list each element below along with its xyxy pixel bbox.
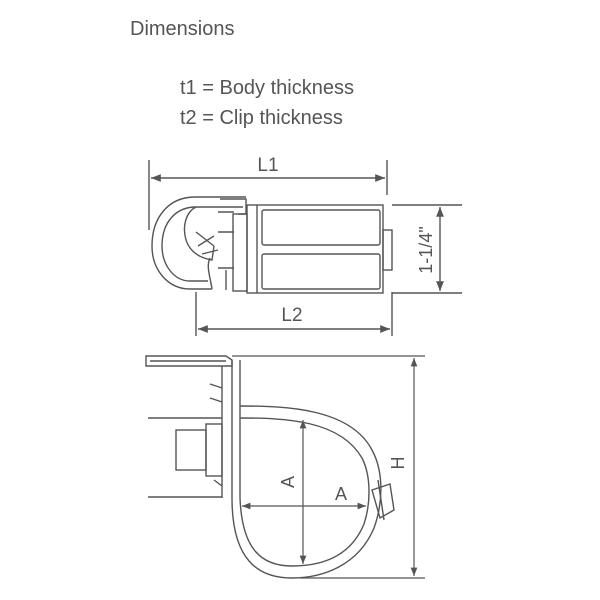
mounting-tab-inner	[205, 423, 223, 477]
body-end-tab	[382, 229, 393, 271]
clip-hook-outer	[151, 196, 246, 290]
l2-label: L2	[281, 305, 302, 326]
h-label: H	[388, 457, 408, 470]
clip-end-tab	[371, 483, 395, 520]
body-slot-lower	[261, 253, 381, 290]
side-view	[145, 355, 395, 579]
top-view	[148, 160, 462, 336]
bracket-plate	[232, 213, 248, 292]
clip-loop-outer	[231, 405, 382, 579]
diagram-heading: Dimensions	[130, 18, 235, 40]
side-view-dimensions	[232, 355, 425, 579]
fastener-marks	[209, 383, 223, 487]
bracket-detail	[218, 211, 234, 290]
body-slot-upper	[261, 209, 381, 246]
clip-inner-curve	[207, 257, 213, 290]
a-horizontal-label: A	[335, 484, 347, 504]
clip-hook-inner	[161, 206, 243, 282]
legend-clip-thickness: t2 = Clip thickness	[180, 107, 343, 129]
body-outline	[246, 204, 384, 294]
l1-label: L1	[257, 155, 278, 176]
clip-coil	[195, 231, 219, 255]
clip-end-detail	[377, 479, 385, 521]
mounting-tab	[175, 429, 207, 471]
legend-body-thickness: t1 = Body thickness	[180, 77, 354, 99]
height-top-label: 1-1/4"	[416, 226, 436, 273]
clip-hook-tip	[183, 206, 215, 261]
clip-loop-inner	[239, 417, 370, 567]
a-vertical-label: A	[278, 476, 298, 488]
